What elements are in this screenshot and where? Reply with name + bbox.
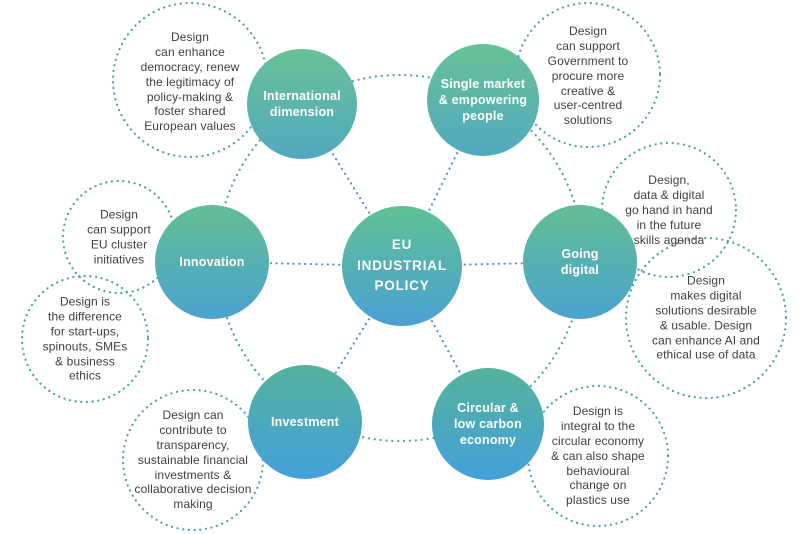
circle-label: Circular & low carbon economy	[454, 401, 522, 447]
note-circular-economy: Design is integral to the circular econo…	[551, 403, 645, 508]
circle-international-dimension: International dimension	[247, 49, 357, 159]
note-outline-circular	[526, 384, 670, 528]
note-outline-digital-2	[624, 236, 788, 400]
note-single-market: Design can support Government to procure…	[547, 23, 629, 128]
note-investment: Design can contribute to transparency, s…	[134, 407, 252, 512]
note-digital-solutions: Design makes digital solutions desirable…	[652, 273, 760, 362]
hub-label: EU INDUSTRIAL POLICY	[357, 236, 447, 294]
circle-investment: Investment	[248, 365, 362, 479]
hub-circle-eu-industrial-policy: EU INDUSTRIAL POLICY	[342, 206, 462, 326]
note-digital-skills: Design, data & digital go hand in hand i…	[625, 172, 713, 247]
circle-label: Investment	[271, 415, 339, 429]
note-international-dimension: Design can enhance democracy, renew the …	[140, 29, 240, 134]
circle-label: Innovation	[179, 255, 245, 269]
note-outline-innovation-2	[20, 274, 150, 404]
circle-single-market: Single market & empowering people	[427, 44, 539, 156]
circle-going-digital: Going digital	[523, 205, 637, 319]
circle-label: International dimension	[263, 89, 341, 119]
note-outline-single-market	[514, 1, 662, 149]
circle-label: Going digital	[560, 247, 600, 277]
note-innovation-startups: Design is the difference for start-ups, …	[42, 294, 128, 383]
note-innovation-clusters: Design can support EU cluster initiative…	[87, 207, 151, 266]
circle-label: Single market & empowering people	[438, 77, 528, 123]
circle-circular-low-carbon: Circular & low carbon economy	[432, 368, 544, 480]
circle-innovation: Innovation	[155, 205, 269, 319]
